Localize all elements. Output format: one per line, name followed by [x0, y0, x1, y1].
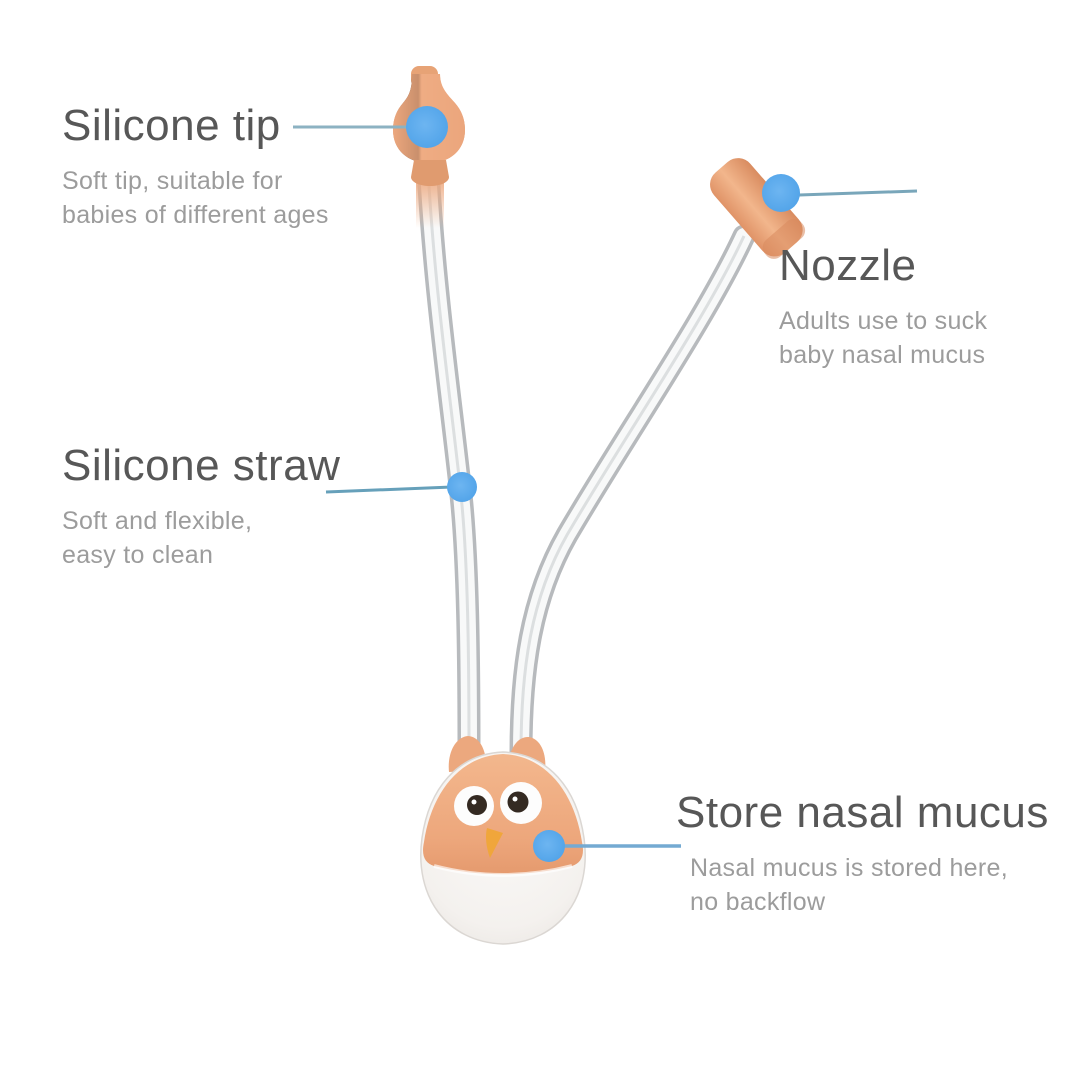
callout-store-nasal-mucus: Store nasal mucus Nasal mucus is stored …: [676, 788, 1049, 919]
callout-description: Soft and flexible, easy to clean: [62, 504, 340, 572]
owl-pupil-right: [507, 791, 529, 813]
nozzle-part: [710, 158, 806, 259]
callout-dot-silicone-tip: [406, 106, 448, 148]
callout-title: Silicone straw: [62, 441, 341, 490]
description-line: Soft and flexible,: [62, 507, 253, 535]
description-line: Adults use to suck: [779, 307, 988, 335]
nozzle-tube: [509, 224, 756, 765]
description-line: easy to clean: [62, 541, 214, 569]
description-line: baby nasal mucus: [779, 341, 986, 369]
callout-description: Adults use to suck baby nasal mucus: [779, 304, 987, 372]
description-line: Soft tip, suitable for: [62, 167, 283, 195]
silicone-straw-tube: [417, 174, 481, 765]
callout-dot-nozzle: [762, 174, 800, 212]
callout-title: Nozzle: [779, 241, 917, 290]
description-line: babies of different ages: [62, 201, 329, 229]
callout-description: Soft tip, suitable for babies of differe…: [62, 164, 329, 232]
callout-title: Store nasal mucus: [676, 788, 1049, 837]
owl-pupil-left: [467, 795, 487, 815]
callout-nozzle: Nozzle Adults use to suck baby nasal muc…: [779, 241, 987, 372]
leader-line-silicone-straw: [325, 485, 453, 494]
owl-beak: [486, 828, 503, 858]
callout-silicone-straw: Silicone straw Soft and flexible, easy t…: [62, 441, 340, 572]
callout-dot-store-mucus: [533, 830, 565, 862]
description-line: Nasal mucus is stored here,: [690, 854, 1008, 882]
description-line: no backflow: [690, 888, 826, 916]
callout-silicone-tip: Silicone tip Soft tip, suitable for babi…: [62, 101, 329, 232]
callout-dot-silicone-straw: [447, 472, 477, 502]
callout-title: Silicone tip: [62, 101, 281, 150]
callout-description: Nasal mucus is stored here, no backflow: [690, 851, 1049, 919]
leader-line-nozzle: [798, 189, 918, 197]
